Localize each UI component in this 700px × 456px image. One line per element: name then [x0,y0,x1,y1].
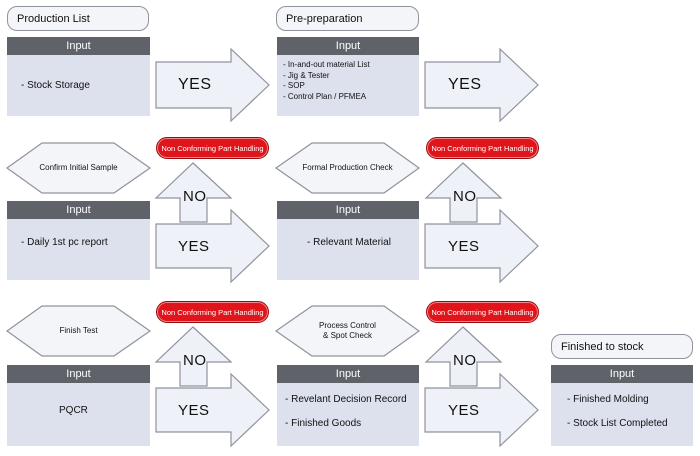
finish-test-label: Finish Test [59,326,98,335]
process-control-label: Process Control & Spot Check [319,321,376,340]
production-list-title: Production List [7,6,149,31]
formal-production-check-body-text: - Relevant Material [307,237,391,248]
process-control-body-text-2: - Finished Goods [285,418,362,429]
finish-test-input-body: PQCR [7,383,150,446]
pre-preparation-title: Pre-preparation [276,6,419,31]
finish-test-input-header: Input [7,365,150,383]
formal-production-check-label: Formal Production Check [302,163,393,172]
no-label-row3-left: NO [183,352,207,369]
confirm-initial-sample-input-header: Input [7,201,150,219]
yes-label-row1-right: YES [448,76,482,93]
finished-to-stock-input-body: - Finished Molding - Stock List Complete… [551,383,693,446]
production-list-input-header: Input [7,37,150,55]
no-label-row2-left: NO [183,188,207,205]
finished-to-stock-body-text-2: - Stock List Completed [567,418,668,429]
yes-label-row3-right: YES [448,402,480,419]
pre-preparation-body-text: - In-and-out material List - Jig & Teste… [283,60,370,101]
production-list-input-body: - Stock Storage [7,55,150,116]
confirm-initial-sample-label: Confirm Initial Sample [39,163,118,172]
yes-label-row3-left: YES [178,402,210,419]
finish-test-body-text: PQCR [59,405,88,416]
confirm-initial-sample-input-body: - Daily 1st pc report [7,219,150,280]
non-conforming-badge-row3-left: Non Conforming Part Handling [156,301,269,323]
yes-label-row2-right: YES [448,238,480,255]
pre-preparation-input-header: Input [277,37,419,55]
formal-production-check-input-body: - Relevant Material [277,219,419,280]
confirm-initial-sample-body-text: - Daily 1st pc report [21,237,108,248]
process-control-input-header: Input [277,365,419,383]
pre-preparation-input-body: - In-and-out material List - Jig & Teste… [277,55,419,116]
non-conforming-badge-row3-right: Non Conforming Part Handling [426,301,539,323]
yes-label-row2-left: YES [178,238,210,255]
process-control-body-text-1: - Revelant Decision Record [285,394,407,405]
process-control-input-body: - Revelant Decision Record - Finished Go… [277,383,419,446]
yes-label-row1-left: YES [178,76,212,93]
finished-to-stock-title: Finished to stock [551,334,693,359]
no-label-row2-right: NO [453,188,477,205]
no-label-row3-right: NO [453,352,477,369]
finished-to-stock-body-text-1: - Finished Molding [567,394,649,405]
non-conforming-badge-row2-right: Non Conforming Part Handling [426,137,539,159]
non-conforming-badge-row2-left: Non Conforming Part Handling [156,137,269,159]
production-list-body-text: - Stock Storage [21,80,90,91]
formal-production-check-input-header: Input [277,201,419,219]
finished-to-stock-input-header: Input [551,365,693,383]
